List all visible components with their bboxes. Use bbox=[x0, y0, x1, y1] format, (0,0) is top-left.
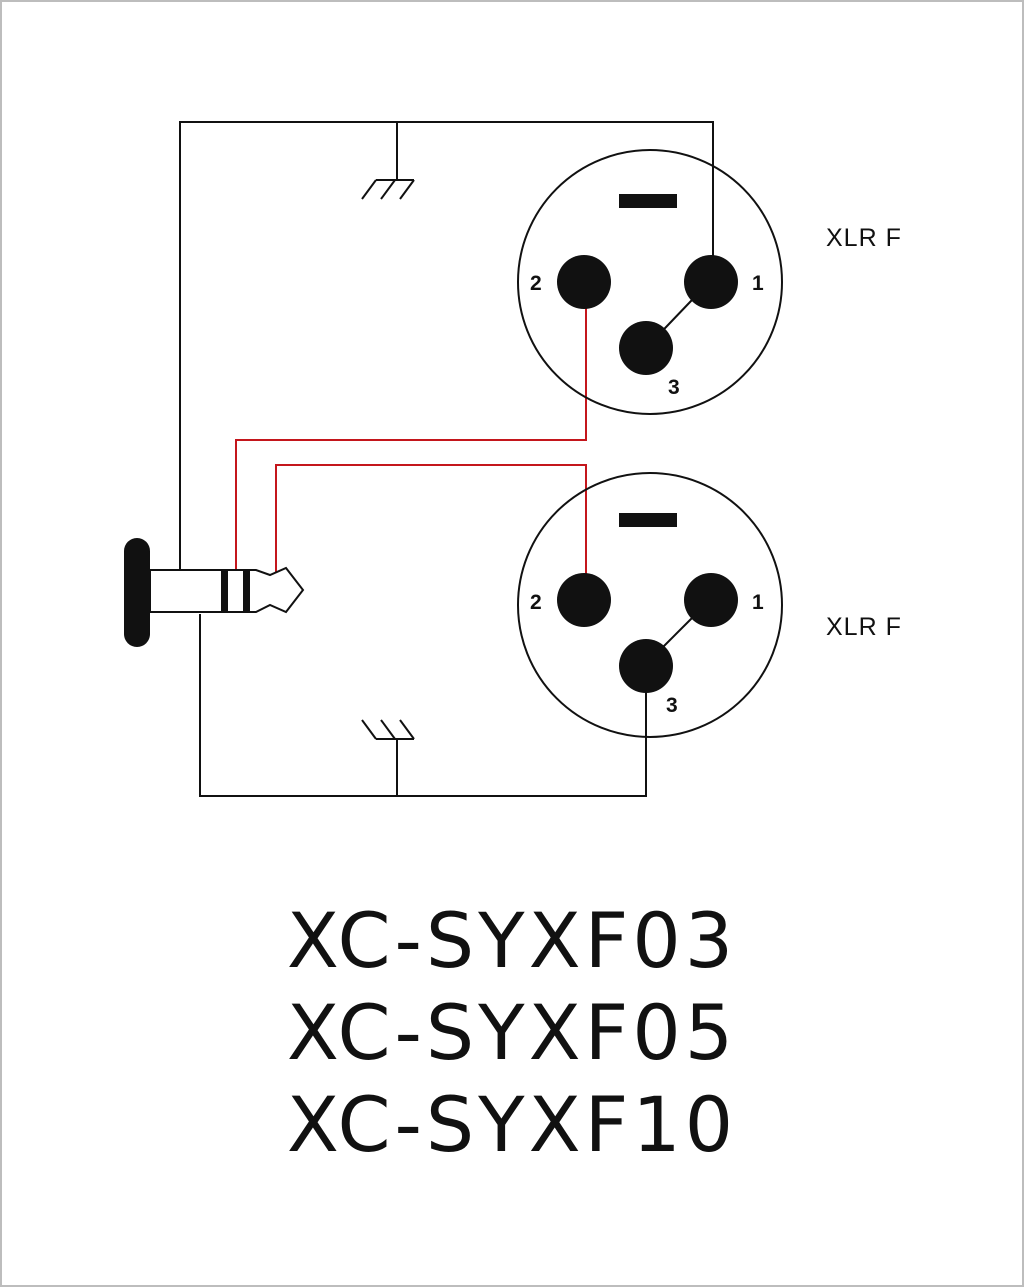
model-number: XC-SYXF10 bbox=[286, 1080, 738, 1169]
xlr-face bbox=[517, 149, 783, 415]
model-number: XC-SYXF05 bbox=[286, 988, 738, 1077]
xlr-pin-2 bbox=[557, 255, 611, 309]
plug-ring-band bbox=[221, 570, 228, 612]
pin-1-label: 1 bbox=[752, 272, 764, 295]
ground-wires bbox=[179, 121, 714, 797]
trs-plug-icon bbox=[124, 538, 305, 647]
plug-ring-band bbox=[243, 570, 250, 612]
pin-3-label: 3 bbox=[668, 376, 680, 399]
xlr-pin-3 bbox=[619, 321, 673, 375]
xlr-pin-1 bbox=[684, 573, 738, 627]
pin-2-label: 2 bbox=[530, 272, 542, 295]
signal-wires bbox=[235, 288, 587, 598]
model-number: XC-SYXF03 bbox=[286, 896, 738, 985]
xlr-key bbox=[619, 513, 677, 527]
xlr-pin-3 bbox=[619, 639, 673, 693]
xlr-pin-1 bbox=[684, 255, 738, 309]
pin-2-label: 2 bbox=[530, 591, 542, 614]
xlr-key bbox=[619, 194, 677, 208]
xlr-connector-bottom: 2 1 3 bbox=[517, 472, 783, 738]
xlr-connector-top: 2 1 3 bbox=[517, 149, 783, 415]
xlr-face bbox=[517, 472, 783, 738]
pin-3-label: 3 bbox=[666, 694, 678, 717]
connector-label: XLR F bbox=[826, 613, 902, 641]
chassis-ground-icon bbox=[361, 719, 415, 740]
pin-1-label: 1 bbox=[752, 591, 764, 614]
top-ground-wire bbox=[179, 121, 714, 570]
xlr-pin-2 bbox=[557, 573, 611, 627]
chassis-ground-icon bbox=[361, 179, 415, 200]
bottom-ground-wire bbox=[199, 614, 647, 797]
ring-to-top-pin2 bbox=[235, 288, 587, 572]
connector-label: XLR F bbox=[826, 224, 902, 252]
plug-grip bbox=[124, 538, 150, 647]
tip-to-bottom-pin2 bbox=[275, 464, 587, 598]
model-number-list: XC-SYXF03 XC-SYXF05 XC-SYXF10 bbox=[0, 895, 1024, 1171]
